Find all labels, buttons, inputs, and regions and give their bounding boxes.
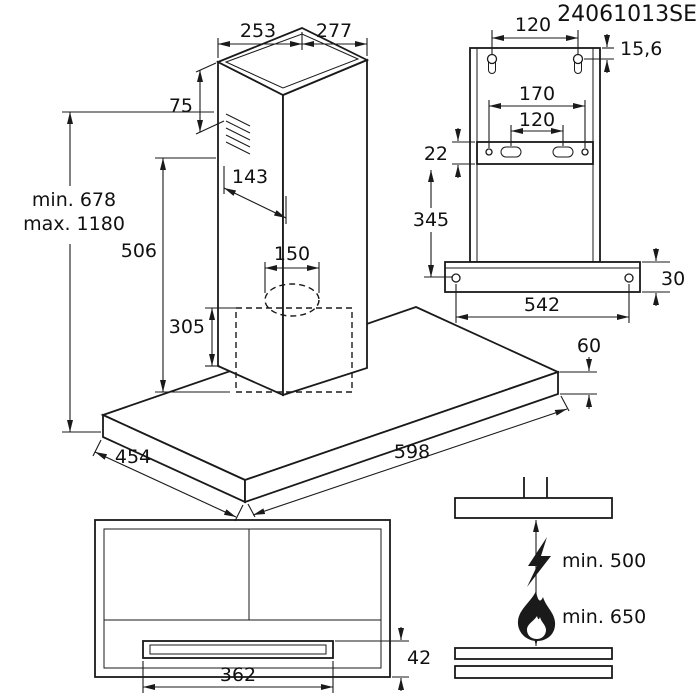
dim-chimney-height: 506 xyxy=(121,157,230,393)
top-mounting-holes xyxy=(486,53,584,74)
dim-label-60: 60 xyxy=(577,335,601,357)
base-flange-body xyxy=(444,261,641,293)
dim-filter-panel-height: 42 xyxy=(335,627,431,691)
blower-hidden-outline xyxy=(235,283,353,393)
chimney-left-face xyxy=(217,60,284,397)
dim-label-277: 277 xyxy=(316,20,352,42)
base-hole xyxy=(451,273,461,283)
bracket-hole xyxy=(581,148,589,156)
wall-bracket xyxy=(476,141,594,165)
hood-front-outline xyxy=(94,519,391,678)
isometric-view: 253 277 75 143 min. 678 max. 1180 xyxy=(23,20,601,522)
bracket-slot xyxy=(552,146,574,158)
dim-label-345: 345 xyxy=(413,209,449,231)
dim-chimney-depth: 143 xyxy=(223,166,287,224)
hood-front-inner xyxy=(103,528,382,669)
dim-label-height-max: max. 1180 xyxy=(23,213,125,235)
ext-line xyxy=(234,504,244,522)
filter-panel-inner xyxy=(149,644,327,655)
ext-line xyxy=(560,395,570,412)
duct-outlet-circle xyxy=(264,283,320,317)
dim-label-75: 75 xyxy=(169,95,193,117)
dim-label-542: 542 xyxy=(524,294,560,316)
chimney-right-face xyxy=(282,58,368,397)
rear-view: 120 15,6 170 120 22 xyxy=(413,14,685,323)
dim-total-height: min. 678 max. 1180 xyxy=(23,111,214,433)
chimney-rear-plate xyxy=(469,47,601,263)
dim-line xyxy=(94,451,237,518)
keyhole-slot xyxy=(488,61,496,74)
dim-label-362: 362 xyxy=(220,664,256,686)
mounting-hole xyxy=(572,53,584,65)
dim-canopy-width: 598 xyxy=(247,395,570,518)
dim-bracket-inner-spacing: 120 xyxy=(510,109,564,146)
dim-label-150: 150 xyxy=(274,243,310,265)
vent-slat xyxy=(225,134,251,148)
dim-label-22: 22 xyxy=(424,143,448,165)
dim-bracket-height: 22 xyxy=(424,128,475,178)
dim-label-120-bracket: 120 xyxy=(519,109,555,131)
dim-bracket-to-base: 345 xyxy=(413,170,452,278)
mounting-hole xyxy=(486,53,498,65)
base-hole xyxy=(624,273,634,283)
bracket-body xyxy=(476,141,594,165)
dim-chimney-top-width: 277 xyxy=(302,20,368,56)
dim-label-42: 42 xyxy=(407,647,431,669)
dim-filter-panel-width: 362 xyxy=(142,661,334,693)
dim-label-15-6: 15,6 xyxy=(620,38,662,60)
dim-label-506: 506 xyxy=(121,240,157,262)
dim-label-30: 30 xyxy=(661,268,685,290)
dim-top-hole-offset: 15,6 xyxy=(584,34,662,73)
bracket-hole xyxy=(485,148,493,156)
vent-slat xyxy=(225,141,251,155)
dim-top-hole-spacing: 120 xyxy=(491,14,579,54)
cooktop-surface-upper xyxy=(454,647,613,660)
dim-label-143: 143 xyxy=(232,166,268,188)
dim-label-120-top: 120 xyxy=(515,14,551,36)
dim-line xyxy=(252,408,568,516)
flame-icon xyxy=(517,591,556,641)
clearance-diagram: min. 500 min. 650 xyxy=(454,477,646,679)
vent-grille xyxy=(225,113,251,155)
front-view: 362 42 xyxy=(94,519,431,693)
hood-canopy-section xyxy=(454,497,613,519)
bracket-slot xyxy=(500,146,522,158)
base-flange xyxy=(444,261,641,293)
chimney-duct xyxy=(215,27,370,397)
document-number: 24061013SE xyxy=(557,2,697,27)
flame-inner xyxy=(527,616,546,639)
vent-slat xyxy=(225,127,251,141)
dim-label-598: 598 xyxy=(394,441,430,463)
dim-label-454: 454 xyxy=(115,446,151,468)
gas-clearance-label: min. 650 xyxy=(562,606,646,628)
dim-canopy-height: 60 xyxy=(560,335,601,409)
dim-canopy-depth: 454 xyxy=(92,439,244,522)
vent-slat xyxy=(225,113,251,127)
dim-label-305: 305 xyxy=(169,316,205,338)
dim-base-height: 30 xyxy=(642,248,685,306)
vent-slat xyxy=(225,120,251,134)
dim-label-253: 253 xyxy=(240,20,276,42)
electric-clearance-label: min. 500 xyxy=(562,550,646,572)
keyhole-slot xyxy=(574,61,582,74)
dim-label-height-min: min. 678 xyxy=(32,189,116,211)
dim-bracket-outer-spacing: 170 xyxy=(488,83,586,148)
lightning-icon xyxy=(527,537,551,587)
dim-duct-diameter: 150 xyxy=(264,243,320,293)
dim-base-hole-spacing: 542 xyxy=(455,284,630,323)
dim-duct-height: 305 xyxy=(169,307,238,367)
ext-line xyxy=(92,439,102,457)
dim-line xyxy=(223,187,287,219)
dim-label-170: 170 xyxy=(519,83,555,105)
cooktop-surface-lower xyxy=(454,665,613,679)
filter-panel xyxy=(142,640,334,659)
